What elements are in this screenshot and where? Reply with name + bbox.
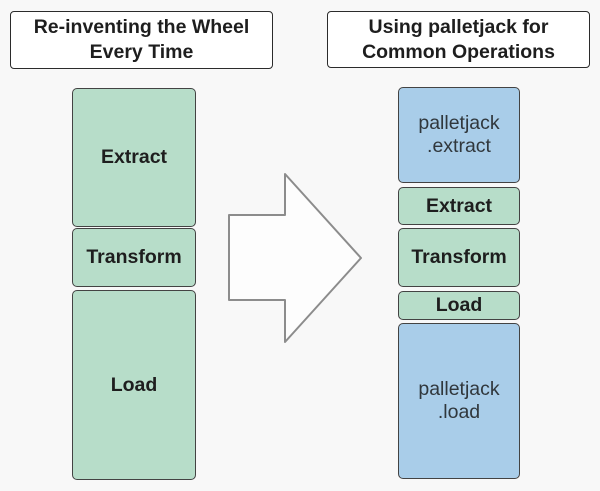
right-column-title: Using palletjack for Common Operations (327, 11, 590, 68)
palletjack-load-line-1: palletjack (418, 378, 500, 400)
palletjack-load-node: palletjack .load (398, 323, 520, 479)
right-transform-node: Transform (398, 228, 520, 287)
palletjack-load-line-2: .load (437, 401, 481, 423)
right-extract-node: Extract (398, 187, 520, 225)
right-load-node: Load (398, 291, 520, 320)
right-extract-label: Extract (425, 194, 493, 217)
left-transform-label: Transform (86, 246, 182, 268)
left-title-line-2: Every Time (89, 41, 194, 63)
right-title-line-1: Using palletjack for (368, 15, 549, 38)
right-arrow-icon (225, 170, 365, 346)
palletjack-extract-node: palletjack .extract (398, 87, 520, 183)
left-load-label: Load (110, 373, 158, 396)
left-transform-node: Transform (72, 228, 196, 287)
left-column-title: Re-inventing the Wheel Every Time (10, 11, 273, 69)
right-arrow-shape (228, 173, 362, 343)
left-title-line-1: Re-inventing the Wheel (33, 16, 250, 38)
right-transform-label: Transform (411, 246, 507, 268)
palletjack-extract-line-2: .extract (427, 135, 491, 157)
palletjack-extract-line-1: palletjack (418, 112, 500, 134)
right-title-line-2: Common Operations (362, 40, 555, 63)
left-extract-label: Extract (100, 146, 168, 168)
left-load-node: Load (72, 290, 196, 480)
left-extract-node: Extract (72, 88, 196, 227)
right-load-label: Load (435, 294, 483, 316)
